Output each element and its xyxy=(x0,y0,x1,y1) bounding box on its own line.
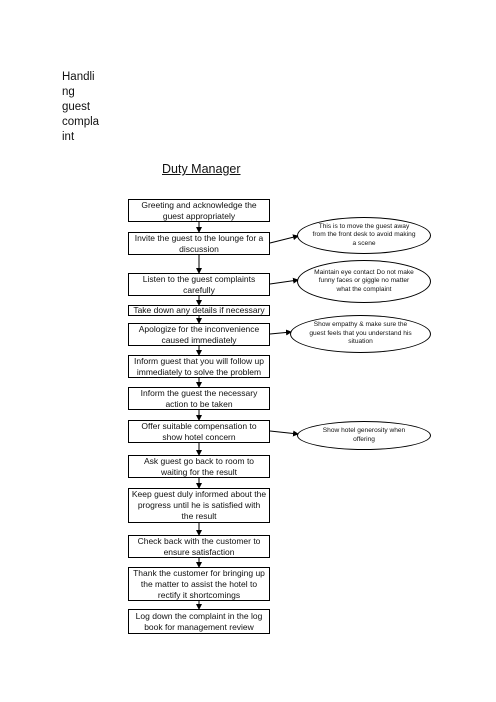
note-arrow xyxy=(269,430,299,437)
side-title-line: ng xyxy=(62,86,75,98)
diagram-title: Duty Manager xyxy=(162,162,241,176)
side-title: Handli ng guest compla int xyxy=(62,70,120,145)
side-title-line: int xyxy=(62,131,75,143)
note-arrow xyxy=(269,277,299,285)
step-box-compensation: Offer suitable compensation to show hote… xyxy=(128,420,270,443)
note-eye-contact: Maintain eye contact Do not make funny f… xyxy=(297,260,431,303)
side-title-line: guest xyxy=(62,101,91,113)
step-box-follow-up: Inform guest that you will follow up imm… xyxy=(128,355,270,378)
step-box-greeting: Greeting and acknowledge the guest appro… xyxy=(128,199,270,222)
step-box-keep-informed: Keep guest duly informed about the progr… xyxy=(128,488,270,523)
note-move-guest: This is to move the guest away from the … xyxy=(297,217,431,254)
step-box-thank-customer: Thank the customer for bringing up the m… xyxy=(128,567,270,601)
step-box-back-to-room: Ask guest go back to room to waiting for… xyxy=(128,455,270,478)
note-arrow xyxy=(269,329,292,336)
step-box-log-complaint: Log down the complaint in the log book f… xyxy=(128,609,270,634)
step-box-necessary-action: Inform the guest the necessary action to… xyxy=(128,387,270,410)
step-box-invite: Invite the guest to the lounge for a dis… xyxy=(128,232,270,255)
side-title-line: compla xyxy=(62,116,100,128)
note-generosity: Show hotel generosity when offering xyxy=(297,421,431,450)
note-arrow xyxy=(269,234,299,244)
step-box-apologize: Apologize for the inconvenience caused i… xyxy=(128,323,270,346)
side-title-line: Handli xyxy=(62,71,95,83)
step-box-check-back: Check back with the customer to ensure s… xyxy=(128,535,270,558)
step-box-listen: Listen to the guest complaints carefully xyxy=(128,273,270,296)
step-box-take-details: Take down any details if necessary xyxy=(128,305,270,316)
note-empathy: Show empathy & make sure the guest feels… xyxy=(290,315,431,353)
